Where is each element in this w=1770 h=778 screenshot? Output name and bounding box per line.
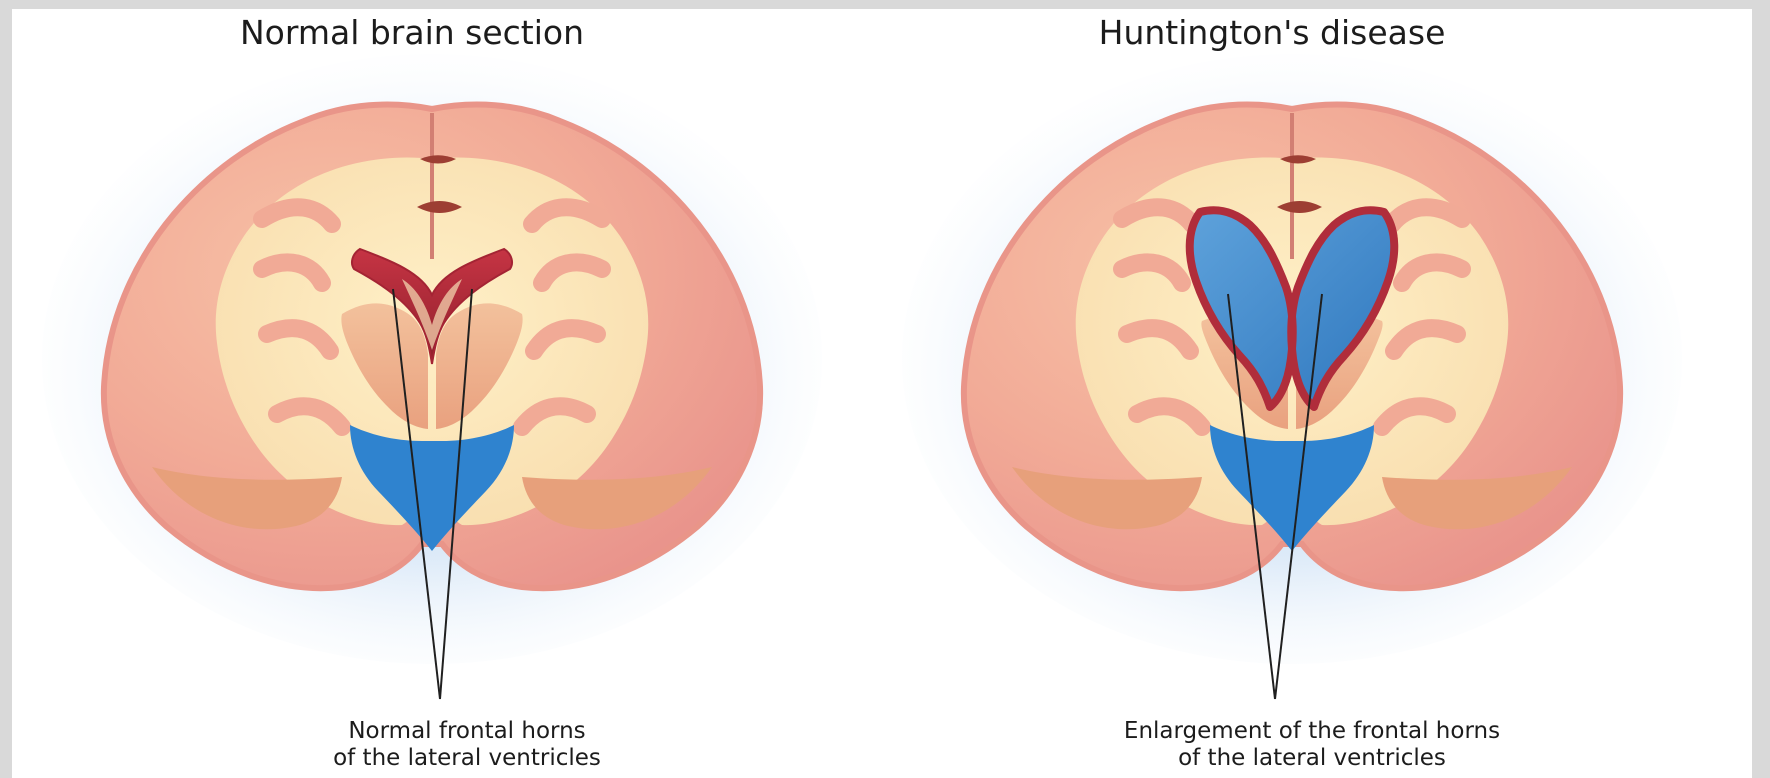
huntington-title: Huntington's disease	[1012, 11, 1532, 55]
normal-brain-title: Normal brain section	[152, 11, 672, 55]
huntington-caption-line-2: of the lateral ventricles	[1052, 745, 1572, 772]
page-frame-top	[0, 0, 1770, 9]
huntington-brain-illustration	[902, 54, 1682, 699]
brain-comparison-illustration	[12, 9, 1752, 778]
huntington-caption: Enlargement of the frontal horns of the …	[1052, 718, 1572, 772]
normal-caption: Normal frontal horns of the lateral vent…	[257, 718, 677, 772]
normal-caption-line-1: Normal frontal horns	[257, 718, 677, 745]
diagram-panel: Normal brain section Huntington's diseas…	[12, 9, 1752, 778]
page-frame-right	[1752, 0, 1770, 778]
huntington-caption-line-1: Enlargement of the frontal horns	[1052, 718, 1572, 745]
normal-caption-line-2: of the lateral ventricles	[257, 745, 677, 772]
normal-brain-illustration	[42, 54, 822, 699]
page-frame-left	[0, 0, 12, 778]
